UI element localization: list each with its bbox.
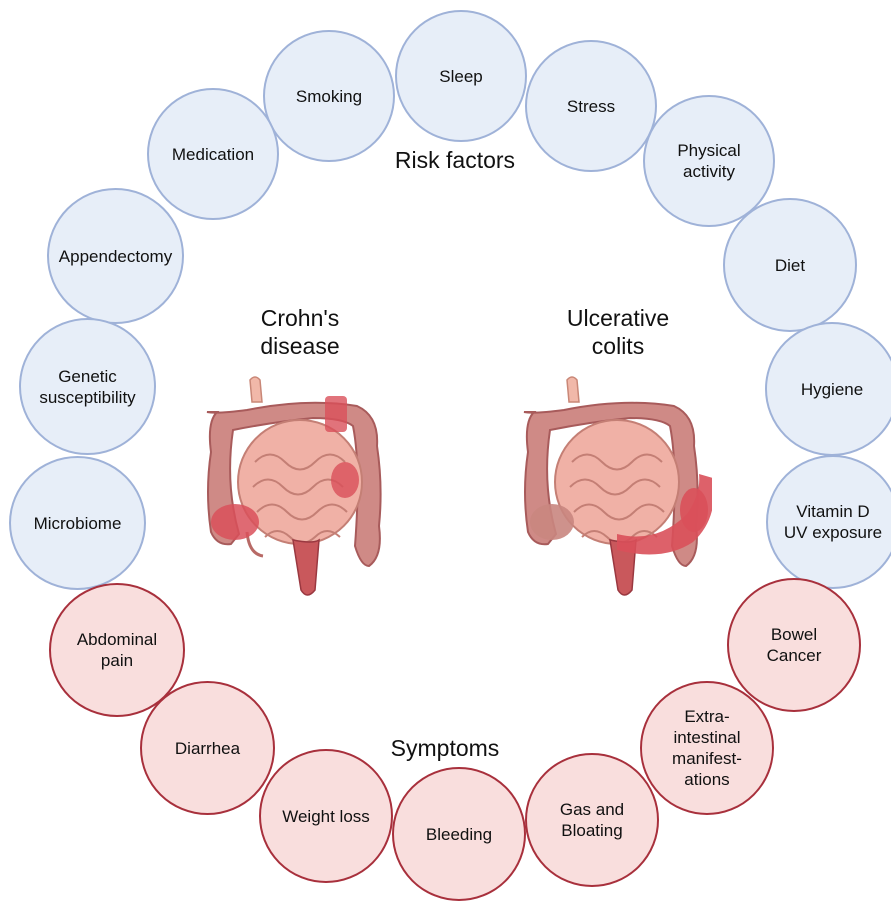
symptom-bowel-cancer: Bowel Cancer	[727, 578, 861, 712]
symptom-gas-bloating: Gas and Bloating	[525, 753, 659, 887]
crohns-disease-heading: Crohn's disease	[240, 304, 360, 360]
symptom-bleeding: Bleeding	[392, 767, 526, 901]
ulcerative-colitis-intestine-illustration	[522, 372, 712, 602]
symptom-extraintestinal: Extra- intestinal manifest- ations	[640, 681, 774, 815]
risk-diet: Diet	[723, 198, 857, 332]
symptom-weight-loss: Weight loss	[259, 749, 393, 883]
ulcerative-colitis-heading: Ulcerative colits	[548, 304, 688, 360]
risk-stress: Stress	[525, 40, 657, 172]
risk-sleep: Sleep	[395, 10, 527, 142]
risk-vitamin-d: Vitamin D UV exposure	[766, 455, 891, 589]
risk-genetic-susceptibility: Genetic susceptibility	[19, 318, 156, 455]
risk-medication: Medication	[147, 88, 279, 220]
risk-factors-heading: Risk factors	[380, 146, 530, 174]
crohns-intestine-illustration	[205, 372, 395, 602]
risk-microbiome: Microbiome	[9, 456, 146, 590]
risk-hygiene: Hygiene	[765, 322, 891, 456]
risk-appendectomy: Appendectomy	[47, 188, 184, 324]
symptom-diarrhea: Diarrhea	[140, 681, 275, 815]
symptoms-heading: Symptoms	[380, 734, 510, 762]
risk-smoking: Smoking	[263, 30, 395, 162]
